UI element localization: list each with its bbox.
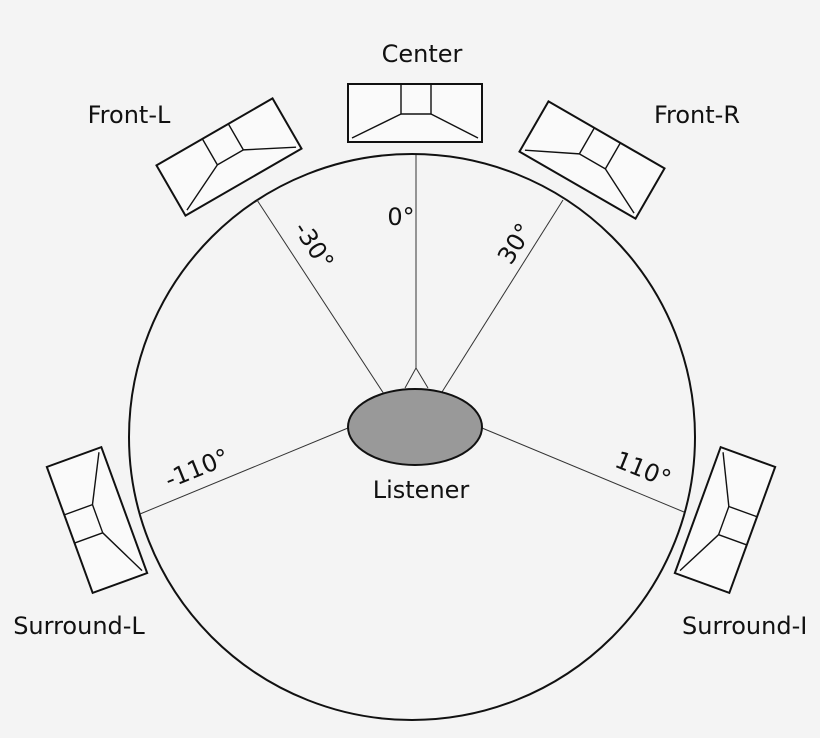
center-speaker xyxy=(347,83,483,143)
front-right-speaker xyxy=(518,100,666,220)
angle-surround-left-label: -110° xyxy=(161,443,233,494)
angle-rays xyxy=(139,155,685,515)
angle-front-right-label: 30° xyxy=(492,218,538,269)
surround-right-label: Surround-I xyxy=(682,612,807,640)
listener-ellipse xyxy=(347,388,483,466)
front-right-label: Front-R xyxy=(654,101,740,129)
room-circle xyxy=(128,153,696,721)
surround-left-label: Surround-L xyxy=(13,612,145,640)
front-left-label: Front-L xyxy=(88,101,171,129)
angle-surround-right-label: 110° xyxy=(611,446,675,494)
ray-front-left xyxy=(256,199,385,395)
listener-apex xyxy=(404,366,429,389)
surround-left-speaker xyxy=(45,445,149,595)
listener-label: Listener xyxy=(373,476,470,504)
ray-surround-left xyxy=(139,427,349,515)
angle-front-left-label: -30° xyxy=(288,217,339,275)
angle-center-label: 0° xyxy=(387,203,414,231)
ray-surround-right xyxy=(481,427,685,513)
center-label: Center xyxy=(382,40,463,68)
front-left-speaker xyxy=(155,97,303,217)
surround-right-speaker xyxy=(673,445,777,595)
ray-front-right xyxy=(441,199,564,393)
